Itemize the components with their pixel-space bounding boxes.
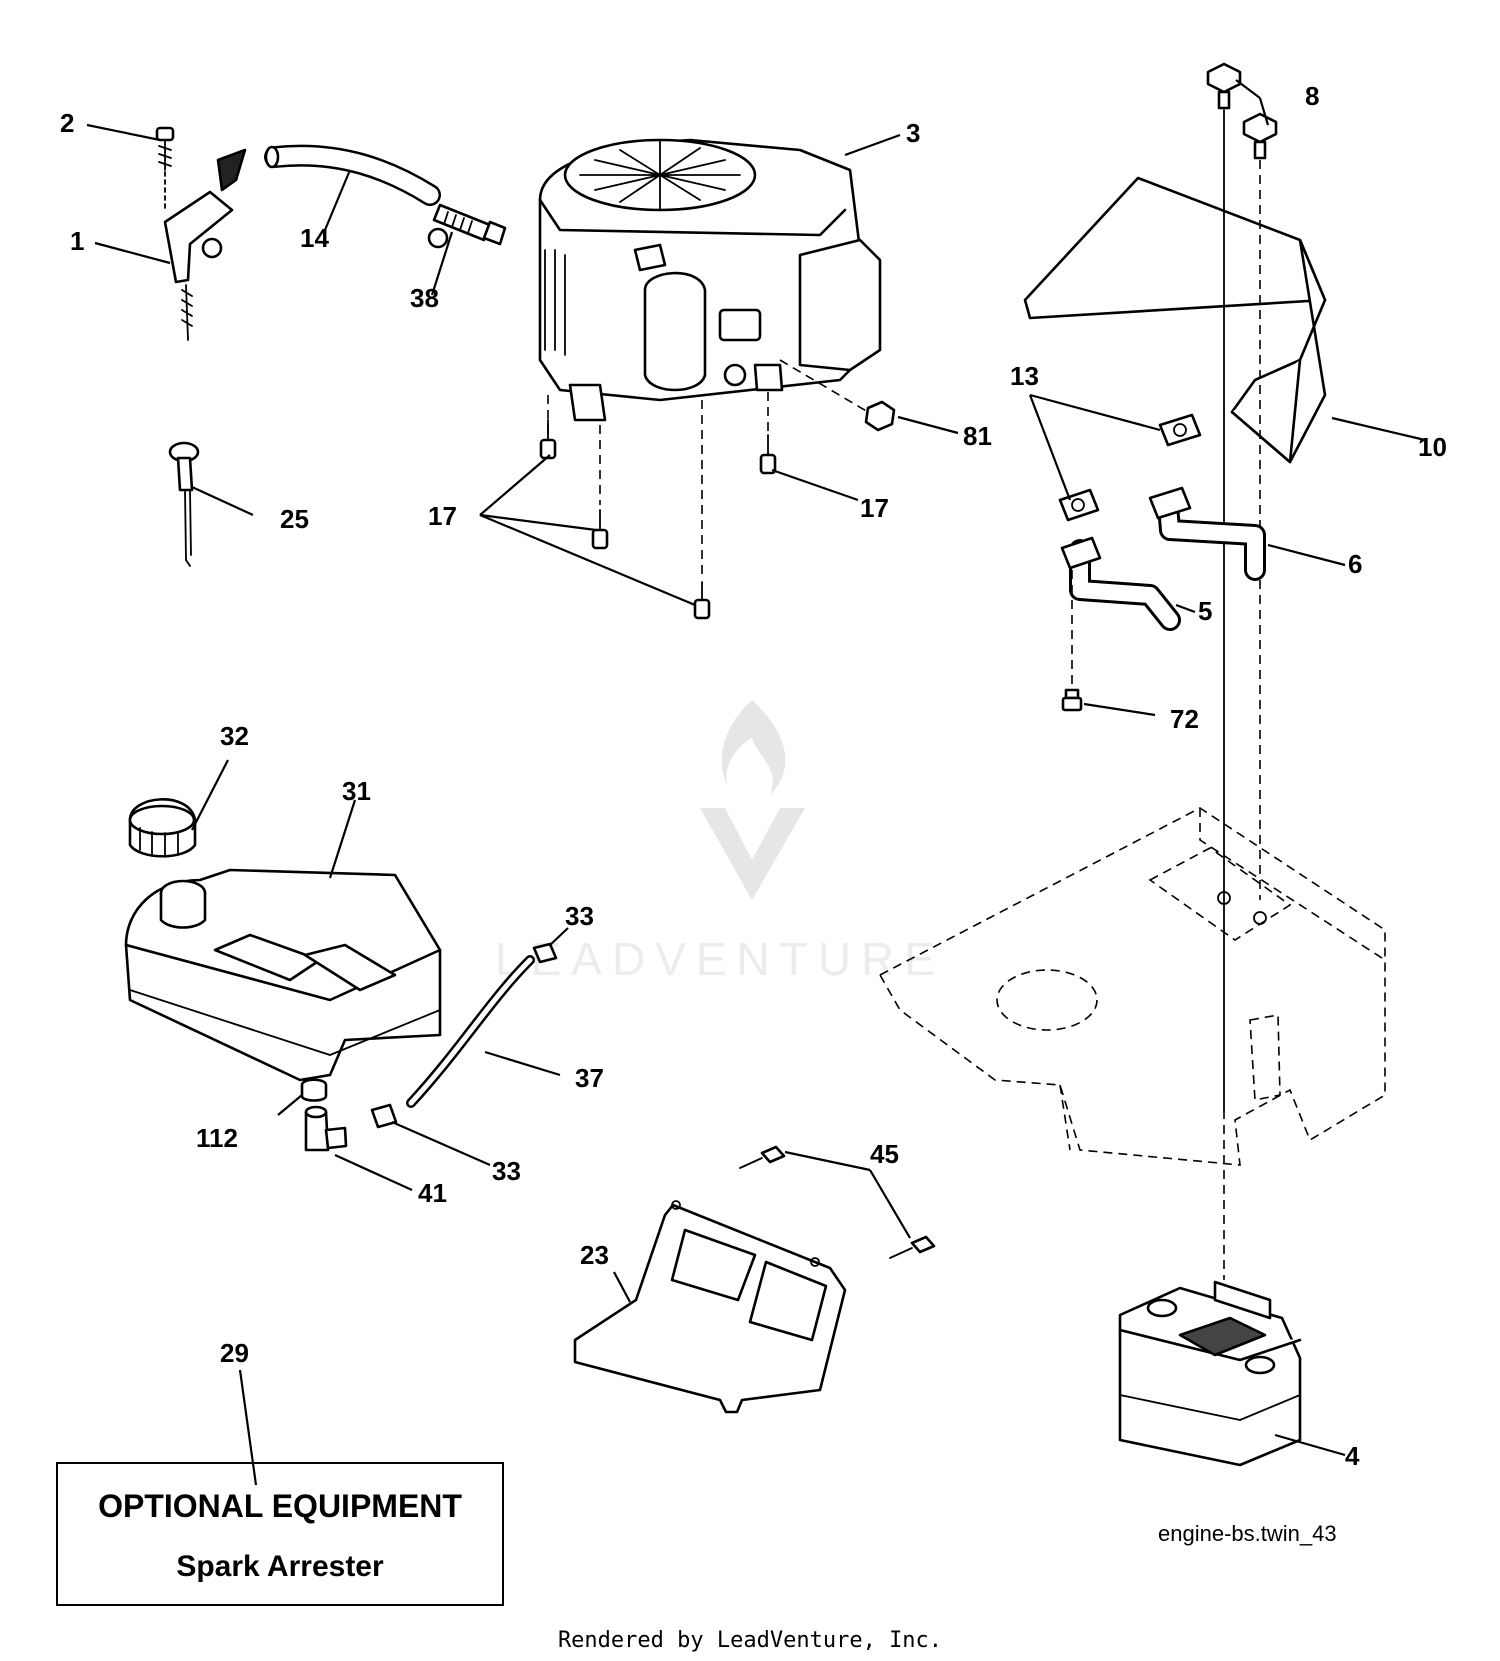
exhaust-pipes-part (1060, 486, 1266, 690)
callout-25: 25 (280, 504, 309, 534)
callout-10: 10 (1418, 432, 1447, 462)
callout-17-right: 17 (860, 493, 889, 523)
callout-112: 112 (196, 1123, 238, 1153)
dipstick-part (168, 441, 200, 567)
frame-reference (878, 807, 1386, 1280)
watermark-text: LEADVENTURE (495, 933, 945, 985)
watermark: LEADVENTURE (495, 700, 945, 985)
callout-3: 3 (906, 118, 920, 148)
throttle-control-part (155, 126, 247, 341)
callout-1: 1 (70, 226, 84, 256)
callout-14: 14 (300, 223, 329, 253)
drawing-id: engine-bs.twin_43 (1158, 1521, 1337, 1546)
callout-29: 29 (220, 1338, 249, 1368)
fuel-line-part (264, 144, 441, 206)
callout-6: 6 (1348, 549, 1362, 579)
callout-33-top: 33 (565, 901, 594, 931)
spark-arrester-label: Spark Arrester (176, 1550, 384, 1583)
callout-38: 38 (410, 283, 439, 313)
callout-2: 2 (60, 108, 74, 138)
mounting-plate-part (573, 1145, 936, 1414)
optional-equipment-box: OPTIONAL EQUIPMENT Spark Arrester (56, 1462, 504, 1606)
callout-13: 13 (1010, 361, 1039, 391)
callout-33-bottom: 33 (492, 1156, 521, 1186)
fuel-filter-part (427, 203, 507, 249)
leader-lines (86, 79, 1426, 1486)
callout-32: 32 (220, 721, 249, 751)
engine-nut-part (779, 359, 896, 432)
pipe-bolt-part (1061, 688, 1083, 712)
callout-31: 31 (342, 776, 371, 806)
callout-81: 81 (963, 421, 992, 451)
heat-shield-bolts-part (1206, 62, 1278, 1111)
exhaust-gaskets-part (1058, 413, 1202, 522)
callout-4: 4 (1345, 1441, 1360, 1471)
optional-equipment-title: OPTIONAL EQUIPMENT (98, 1488, 462, 1524)
callout-23: 23 (580, 1240, 609, 1270)
callout-72: 72 (1170, 704, 1199, 734)
callout-labels: 2 1 3 4 5 6 8 10 13 14 17 17 23 25 29 31… (60, 81, 1447, 1471)
callout-17-left: 17 (428, 501, 457, 531)
fuel-hose-part (370, 942, 558, 1129)
engine-bolts-part (539, 419, 777, 620)
engine-part (538, 138, 882, 580)
muffler-part (1118, 1280, 1302, 1467)
heat-shield-part (1023, 176, 1327, 464)
callout-8: 8 (1305, 81, 1319, 111)
fuel-cap-part (128, 798, 197, 858)
callout-45: 45 (870, 1139, 899, 1169)
callout-37: 37 (575, 1063, 604, 1093)
callout-41: 41 (418, 1178, 447, 1208)
render-credit: Rendered by LeadVenture, Inc. (557, 1628, 943, 1653)
tank-fitting-part (300, 1078, 348, 1152)
callout-5: 5 (1198, 596, 1212, 626)
fuel-tank-part (124, 868, 442, 1082)
